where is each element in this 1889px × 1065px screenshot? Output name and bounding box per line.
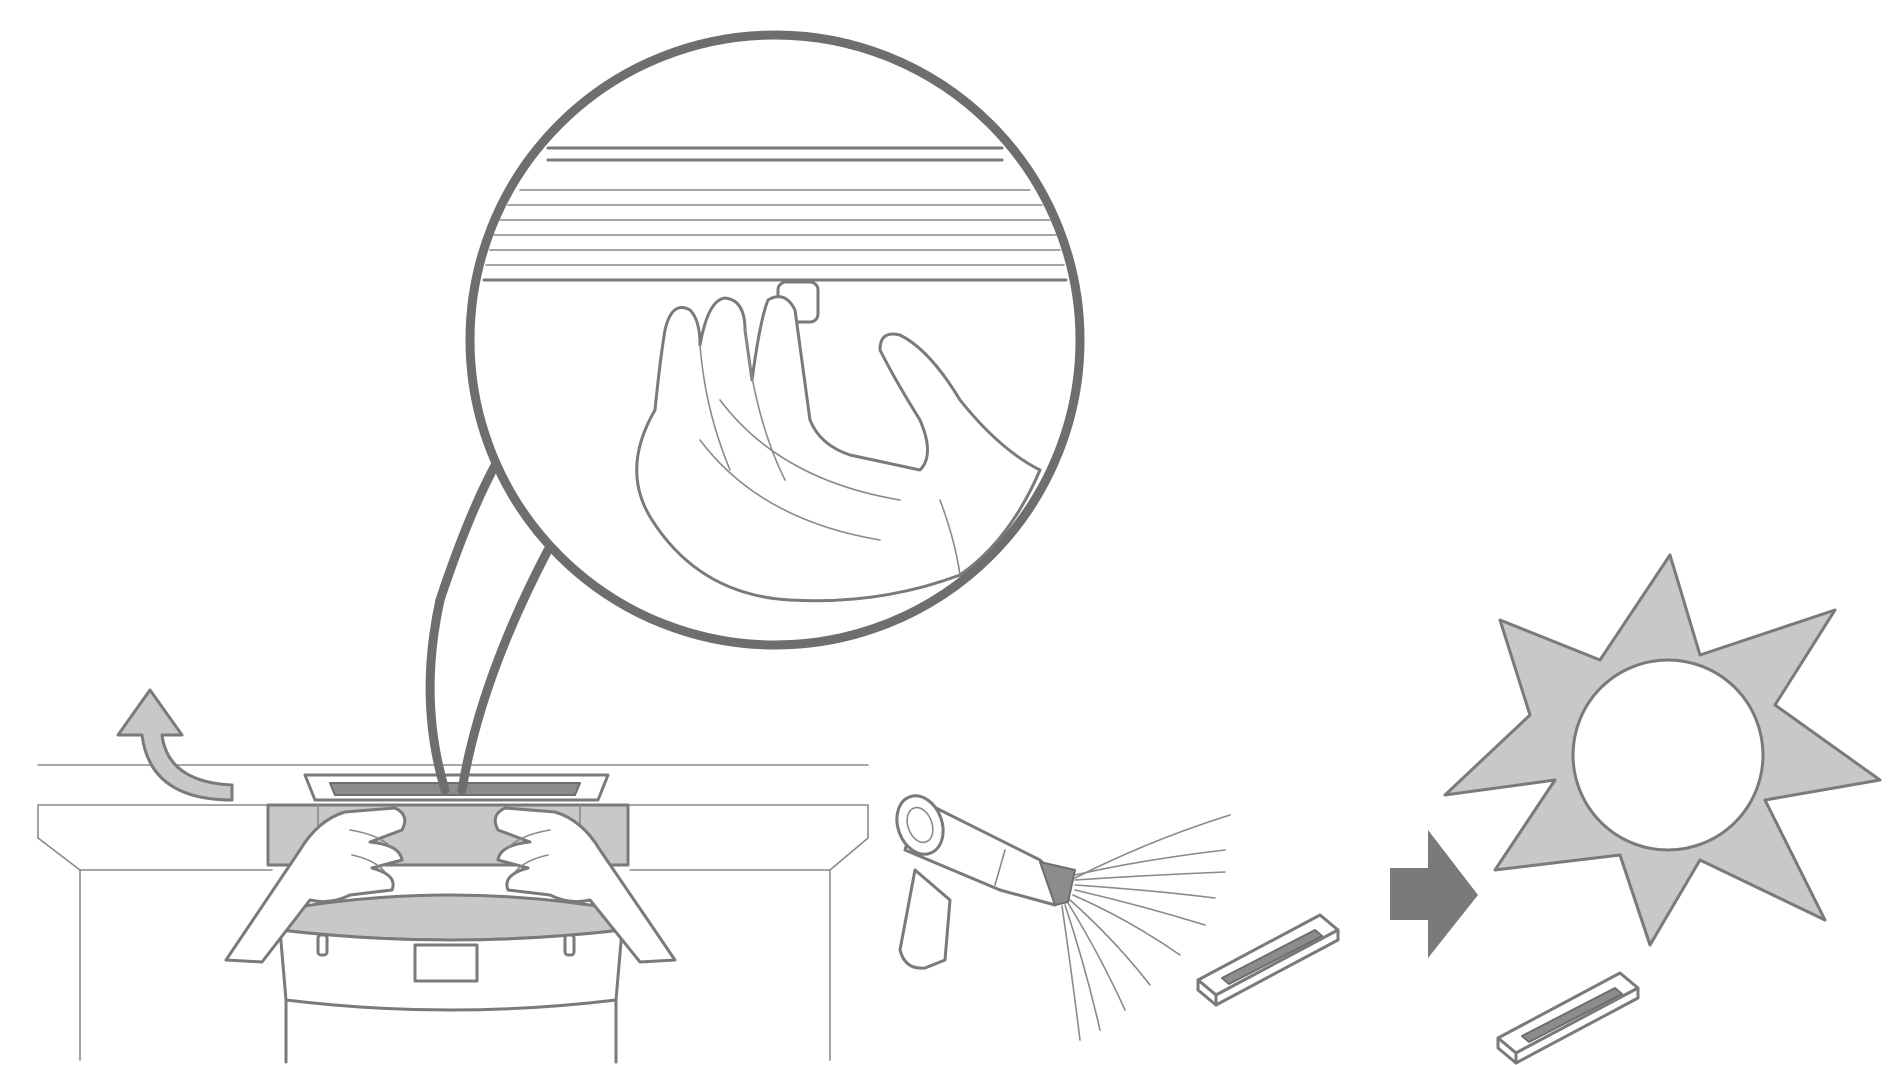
magnifier-tail xyxy=(430,460,498,790)
panel-dry-in-sun xyxy=(1445,555,1880,1063)
right-arrow-icon xyxy=(1390,830,1478,958)
hair-dryer-icon xyxy=(889,789,1075,968)
panel-dry-with-dryer xyxy=(889,789,1338,1040)
sun-icon xyxy=(1445,555,1880,945)
filter-icon xyxy=(1498,973,1638,1063)
lower-container xyxy=(280,895,622,1062)
detail-bubble xyxy=(470,35,1080,645)
air-streams xyxy=(1062,815,1230,1040)
curved-up-arrow-icon xyxy=(118,690,232,800)
filter-icon xyxy=(1198,915,1338,1005)
